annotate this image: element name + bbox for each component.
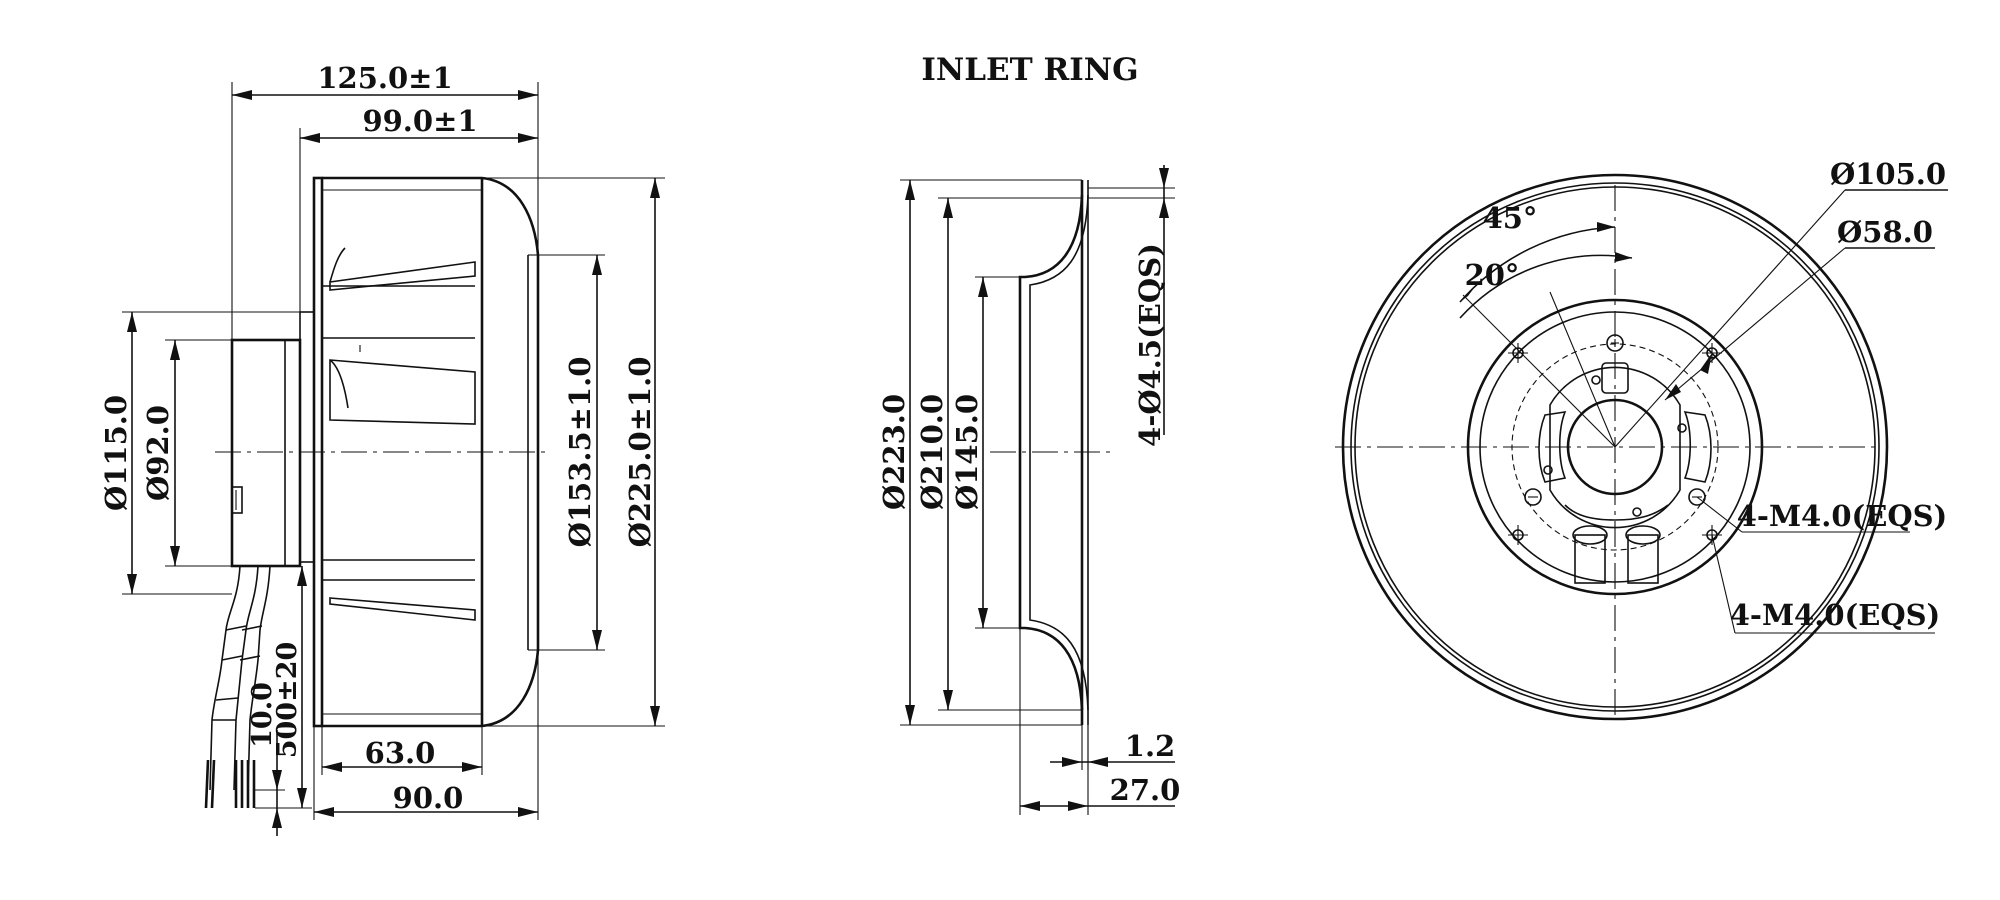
dim-motor-inner: Ø92.0 [141,405,175,501]
dim-ring-inner: Ø145.0 [950,394,984,510]
crosshair-hole-icon [1508,343,1722,545]
side-view: 125.0±1 99.0±1 Ø115.0 Ø92.0 Ø153.5±1.0 [99,61,665,836]
dim-overall-width: 125.0±1 [317,61,452,95]
inlet-ring-view: Ø223.0 Ø210.0 Ø145.0 4-Ø4.5(EQS) 1.2 [877,165,1180,815]
thread-spec-upper: 4-M4.0(EQS) [1737,499,1948,533]
dim-ring-holes: 4-Ø4.5(EQS) [1133,243,1167,447]
dim-ring-outer: Ø223.0 [877,394,911,510]
dim-blade-height: 63.0 [365,736,436,770]
dim-outer-diameter: Ø225.0±1.0 [623,357,657,548]
thread-spec-lower: 4-M4.0(EQS) [1730,598,1941,632]
dim-ring-depth: 27.0 [1110,773,1181,807]
angle-large: 45° [1483,201,1538,235]
dim-pcd-small: Ø58.0 [1837,215,1933,249]
dim-impeller-width: 99.0±1 [362,104,477,138]
front-view: 45° 20° Ø105.0 Ø58.0 4-M4.0(EQS) 4-M4.0(… [1335,157,1948,721]
dim-motor-diameter: Ø115.0 [99,395,133,511]
dim-pcd-large: Ø105.0 [1830,157,1946,191]
dim-cable-strip: 10.0 [247,682,278,748]
cable-bundle-icon [204,565,271,809]
dim-inlet-diameter: Ø153.5±1.0 [563,357,597,548]
drawing-title: INLET RING [921,52,1138,88]
dim-base-width: 90.0 [393,781,464,815]
dim-ring-thickness: 1.2 [1125,729,1175,763]
angle-small: 20° [1465,258,1520,292]
dim-ring-mid: Ø210.0 [915,394,949,510]
